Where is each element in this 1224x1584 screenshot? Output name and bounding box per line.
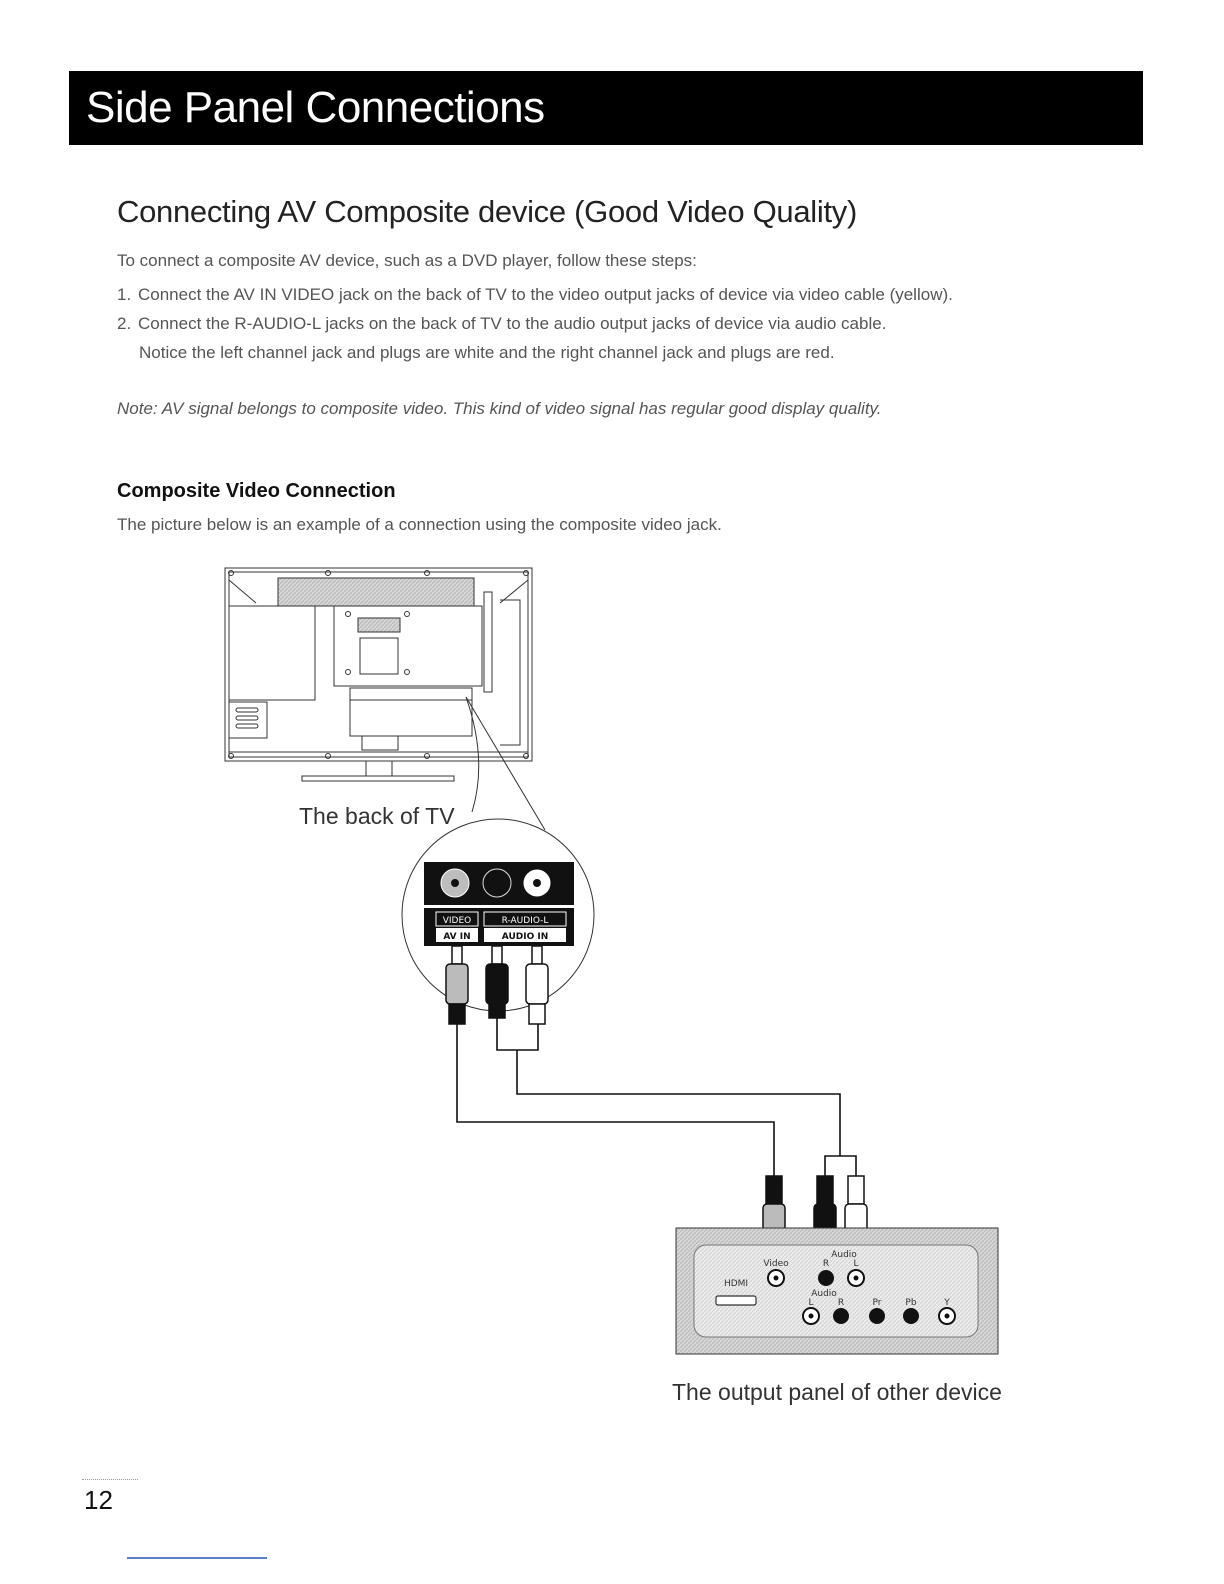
jack-label-video: VIDEO: [443, 916, 472, 926]
tv-back-illustration: [224, 567, 546, 831]
subsection-title: Composite Video Connection: [117, 480, 396, 502]
jack-label-audio-in: AUDIO IN: [502, 932, 548, 942]
device-output-panel: Video Audio R L HDMI Audio L R Pr Pb Y: [675, 1227, 999, 1355]
device-label-audio-top: Audio: [831, 1250, 857, 1260]
device-label-pb: Pb: [905, 1298, 916, 1308]
step-continuation: Notice the left channel jack and plugs a…: [139, 343, 835, 362]
page-number: 12: [84, 1485, 113, 1515]
device-label-y: Y: [943, 1298, 950, 1308]
device-label-audio: Audio: [811, 1289, 837, 1299]
device-label-r2: R: [838, 1298, 844, 1308]
step-number: 1.: [117, 285, 132, 304]
step-number: 2.: [117, 314, 132, 333]
subsection-description: The picture below is an example of a con…: [117, 515, 722, 534]
jack-label-audio: R-AUDIO-L: [502, 916, 549, 926]
tv-caption: The back of TV: [299, 803, 455, 829]
audio-r-plug-icon: [485, 945, 509, 1019]
page-number-rule: [82, 1479, 138, 1480]
audio-l-jack-icon: [522, 868, 552, 898]
connecting-cables: [456, 1018, 857, 1176]
device-audio-out-r-jack-icon: [833, 1308, 849, 1324]
steps-list: 1. Connect the AV IN VIDEO jack on the ba…: [117, 280, 953, 367]
step-text: Connect the R-AUDIO-L jacks on the back …: [138, 314, 887, 333]
video-jack-icon: [440, 868, 470, 898]
device-audio-out-l-jack-icon: [802, 1307, 820, 1325]
device-label-r: R: [823, 1259, 829, 1269]
device-caption: The output panel of other device: [672, 1379, 1002, 1405]
device-pb-jack-icon: [903, 1308, 919, 1324]
tv-side-rca-plugs: [445, 945, 549, 1025]
device-label-video: Video: [763, 1259, 789, 1269]
section-intro: To connect a composite AV device, such a…: [117, 251, 697, 270]
device-label-pr: Pr: [873, 1298, 882, 1308]
device-label-hdmi: HDMI: [724, 1279, 748, 1289]
page-header-banner: Side Panel Connections: [69, 71, 1143, 145]
device-pr-jack-icon: [869, 1308, 885, 1324]
step-item: 1. Connect the AV IN VIDEO jack on the ba…: [117, 280, 953, 309]
audio-l-plug-icon: [525, 945, 549, 1025]
device-audio-r-jack-icon: [818, 1270, 834, 1286]
device-audio-l-jack-icon: [847, 1269, 865, 1287]
step-item: 2. Connect the R-AUDIO-L jacks on the bac…: [117, 309, 953, 338]
magnified-jack-panel: VIDEO R-AUDIO-L AV IN AUDIO IN: [401, 818, 595, 1012]
device-label-l: L: [853, 1259, 858, 1269]
device-video-jack-icon: [767, 1269, 785, 1287]
step-text: Connect the AV IN VIDEO jack on the back…: [138, 285, 953, 304]
video-plug-icon: [445, 945, 469, 1025]
note: Note: AV signal belongs to composite vid…: [117, 399, 882, 418]
bottom-divider: [127, 1557, 267, 1559]
section-title: Connecting AV Composite device (Good Vid…: [117, 194, 858, 229]
device-label-l2: L: [808, 1298, 813, 1308]
page-header-title: Side Panel Connections: [86, 83, 545, 132]
jack-label-av-in: AV IN: [443, 932, 470, 942]
audio-r-jack-icon: [482, 868, 512, 898]
device-y-jack-icon: [938, 1307, 956, 1325]
